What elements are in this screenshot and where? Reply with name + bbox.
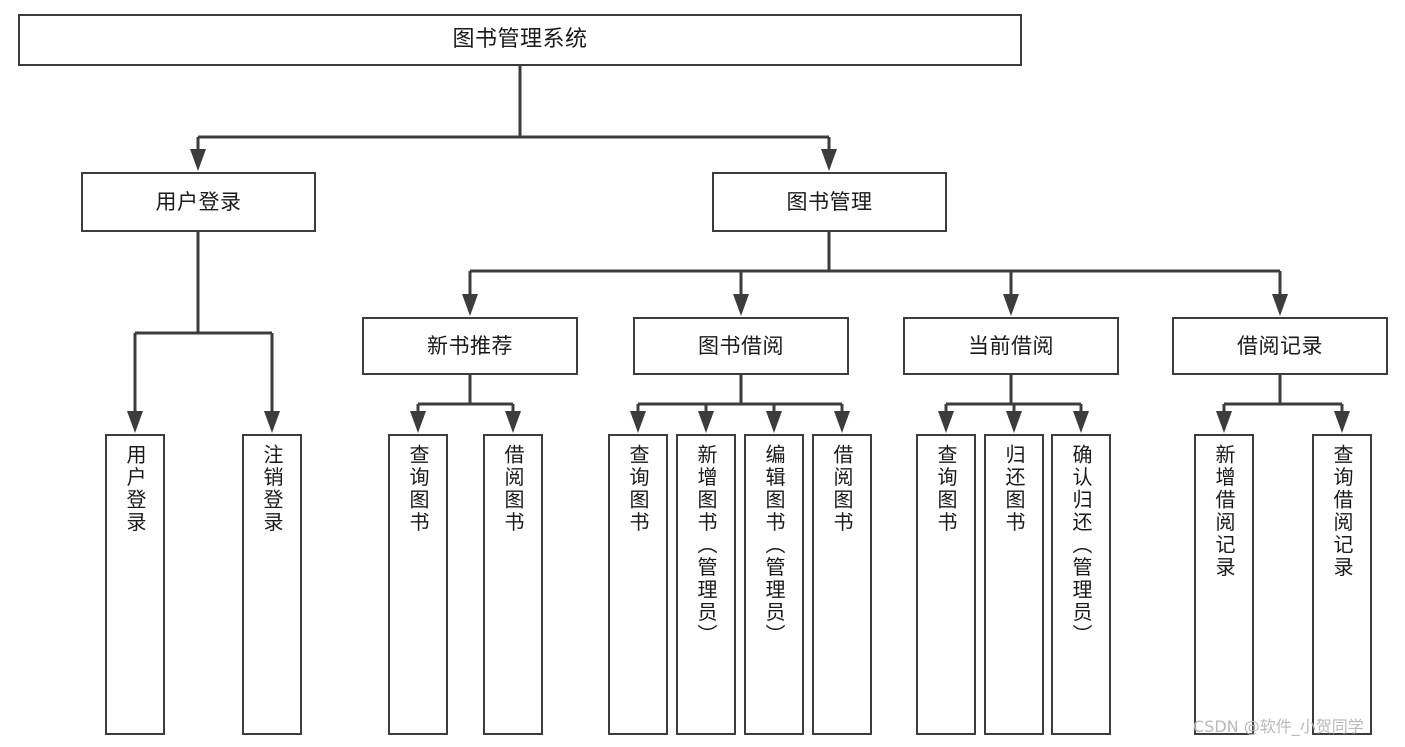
arrowhead-book-manage-to-level3 [462,294,478,316]
node-label: 查询图书 [626,444,650,534]
node-current-borrow: 当前借阅 [903,317,1119,375]
node-borrow-record: 借阅记录 [1172,317,1388,375]
node-leaf-return-book: 归还图书 [984,434,1044,735]
node-label: 借阅记录 [1237,333,1323,358]
node-label: 查询图书 [934,444,958,534]
node-leaf-add-record: 新增借阅记录 [1194,434,1254,735]
arrowhead-user-login-to-leaves [127,411,143,433]
node-label: 编辑图书（管理员） [762,444,786,647]
node-label: 用户登录 [123,444,147,534]
node-leaf-add-book: 新增图书（管理员） [676,434,736,735]
arrowhead-root-to-level2 [190,149,206,171]
node-label: 查询借阅记录 [1330,444,1354,579]
arrowhead-root-to-level2 [821,149,837,171]
node-label: 图书借阅 [698,333,784,358]
node-leaf-edit-book: 编辑图书（管理员） [744,434,804,735]
watermark: CSDN @软件_小贺同学 [1193,717,1364,736]
node-label: 新增借阅记录 [1212,444,1236,579]
node-leaf-borrow-book-1: 借阅图书 [483,434,543,735]
arrowhead-book-borrow-to-leaves [766,411,782,433]
node-leaf-query-record: 查询借阅记录 [1312,434,1372,735]
node-new-book-rec: 新书推荐 [362,317,578,375]
node-leaf-user-login: 用户登录 [105,434,165,735]
arrowhead-new-book-rec-to-leaves [505,411,521,433]
node-book-manage: 图书管理 [712,172,947,232]
node-label: 图书管理 [786,189,873,214]
arrowhead-book-manage-to-level3 [1003,294,1019,316]
node-label: 新增图书（管理员） [694,444,718,647]
node-leaf-logout: 注销登录 [242,434,302,735]
node-label: 查询图书 [406,444,430,534]
arrowhead-current-borrow-to-leaves [938,411,954,433]
arrowhead-book-borrow-to-leaves [834,411,850,433]
arrowhead-book-manage-to-level3 [1272,294,1288,316]
arrowhead-book-manage-to-level3 [733,294,749,316]
node-label: 当前借阅 [968,333,1054,358]
node-label: 图书管理系统 [452,27,588,53]
arrowhead-current-borrow-to-leaves [1006,411,1022,433]
arrowhead-book-borrow-to-leaves [630,411,646,433]
node-label: 借阅图书 [501,444,525,534]
arrowhead-book-borrow-to-leaves [698,411,714,433]
node-label: 确认归还（管理员） [1069,444,1093,647]
arrowhead-new-book-rec-to-leaves [410,411,426,433]
node-book-borrow: 图书借阅 [633,317,849,375]
node-label: 归还图书 [1002,444,1026,534]
node-label: 注销登录 [260,444,284,534]
node-leaf-confirm-return: 确认归还（管理员） [1051,434,1111,735]
node-user-login: 用户登录 [81,172,316,232]
node-leaf-query-book-2: 查询图书 [608,434,668,735]
arrowhead-borrow-record-to-leaves [1216,411,1232,433]
node-leaf-borrow-book-2: 借阅图书 [812,434,872,735]
arrowhead-borrow-record-to-leaves [1334,411,1350,433]
node-label: 借阅图书 [830,444,854,534]
node-root: 图书管理系统 [18,14,1022,66]
node-leaf-query-book-3: 查询图书 [916,434,976,735]
node-leaf-query-book-1: 查询图书 [388,434,448,735]
node-label: 新书推荐 [427,333,513,358]
arrowhead-current-borrow-to-leaves [1073,411,1089,433]
node-label: 用户登录 [155,189,242,214]
arrowhead-user-login-to-leaves [264,411,280,433]
